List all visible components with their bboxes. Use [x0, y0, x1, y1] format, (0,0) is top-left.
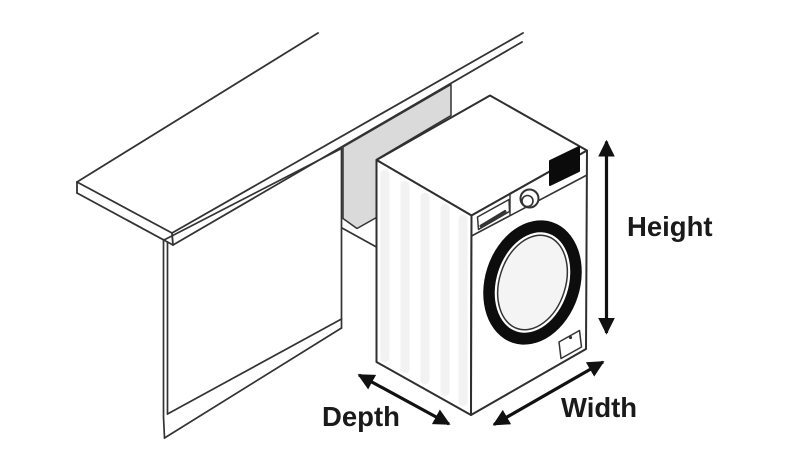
height-label: Height — [627, 211, 713, 242]
display-panel — [549, 146, 580, 186]
counter-end-top-edge — [76, 181, 173, 234]
counter-end-bottom-edge — [76, 192, 174, 246]
depth-arrow — [357, 373, 451, 426]
kitchen-counter — [76, 32, 524, 246]
depth-label: Depth — [322, 401, 400, 432]
side-panel-stripes — [380, 169, 468, 406]
washing-machine — [375, 94, 588, 416]
counter-back-edge — [76, 32, 319, 183]
drawer-handle-icon — [479, 210, 507, 228]
cabinet-door-bottom-edge — [166, 318, 343, 415]
width-arrow — [492, 360, 605, 426]
counter-front-bottom-edge — [172, 41, 523, 246]
cabinet-door-top-edge — [163, 147, 343, 241]
porthole-door — [483, 220, 582, 345]
counter-front-top-edge — [171, 32, 524, 234]
width-label: Width — [561, 392, 637, 423]
cabinet-plinth-bottom-edge — [163, 327, 343, 439]
filter-hatch — [558, 329, 583, 360]
control-knob-inner — [521, 194, 534, 208]
cabinet-side-edge — [162, 238, 166, 439]
dimension-arrows — [357, 139, 615, 426]
door-glass — [496, 234, 569, 331]
niche-floor-line — [341, 227, 377, 248]
control-panel — [471, 146, 588, 237]
cabinet — [162, 147, 377, 439]
filter-hatch-dot — [568, 335, 573, 340]
